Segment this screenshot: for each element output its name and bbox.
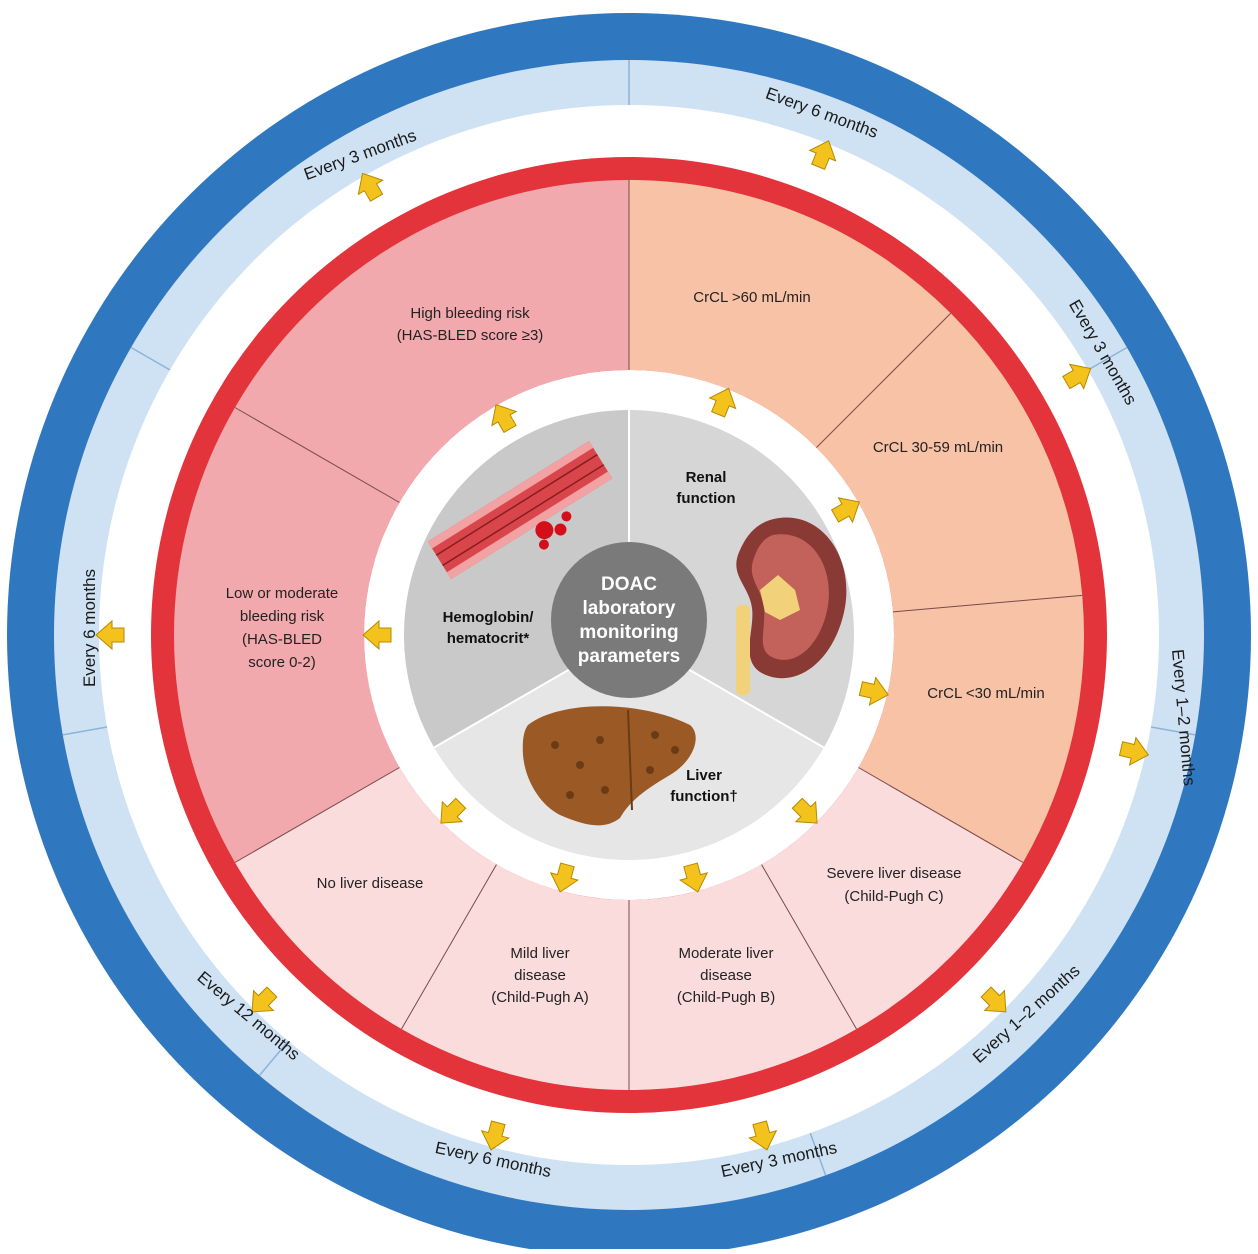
param-liver-l1: Liver	[686, 767, 722, 784]
sector-mild-liver	[401, 864, 629, 1090]
segment-high-bleeding-l1: High bleeding risk	[410, 305, 530, 322]
arrow-inner-4	[791, 797, 818, 824]
segment-moderate-liver-l1: Moderate liver	[678, 945, 773, 962]
arrow-inner-8	[362, 619, 392, 651]
sector-divider-4	[761, 864, 857, 1030]
sector-low-bleeding-a	[174, 407, 400, 635]
interval-divider-5	[62, 726, 108, 736]
arrow-inner-1	[708, 387, 737, 418]
arrow-inner-7	[440, 797, 467, 824]
center-line3: monitoring	[579, 622, 678, 643]
segment-severe-liver-l1: Severe liver disease	[826, 865, 961, 882]
sector-divider-2	[892, 594, 1083, 613]
arrow-outer-8	[95, 619, 125, 651]
segment-sectors	[174, 180, 1084, 1090]
center-line2: laboratory	[583, 598, 676, 619]
segment-severe-liver-l2: (Child-Pugh C)	[844, 888, 943, 905]
sector-low-bleeding-b	[174, 635, 400, 863]
segment-moderate-liver-l2: disease	[700, 967, 752, 984]
segment-low-bleeding-l3: (HAS-BLED	[242, 631, 322, 648]
arrows	[95, 140, 1150, 1151]
center-line1: DOAC	[601, 574, 657, 595]
sector-divider-8	[234, 407, 400, 503]
sector-high-bleeding	[234, 180, 629, 503]
segment-mild-liver-l1: Mild liver	[510, 945, 569, 962]
arrow-outer-7	[251, 986, 278, 1013]
sector-no-liver	[234, 767, 497, 1030]
segment-moderate-liver-l3: (Child-Pugh B)	[677, 989, 775, 1006]
interval-divider-4	[258, 1040, 289, 1076]
sector-moderate-liver	[629, 864, 857, 1090]
segment-mild-liver-l2: disease	[514, 967, 566, 984]
arrow-inner-6	[549, 862, 580, 893]
interval-left: Every 6 months	[80, 569, 99, 687]
center-circle	[551, 542, 707, 698]
liver-icon	[522, 706, 696, 826]
segment-high-bleeding-l2: (HAS-BLED score ≥3)	[397, 327, 544, 344]
param-renal-l1: Renal	[686, 469, 727, 486]
arrow-inner-3	[858, 676, 889, 706]
blood-vessel-icon	[427, 441, 613, 579]
arrow-outer-1	[808, 140, 837, 171]
sector-crcl-30-59	[816, 313, 1083, 612]
sector-divider-1	[816, 312, 952, 448]
arrow-outer-6	[480, 1120, 510, 1151]
param-renal-l2: function	[676, 490, 735, 507]
arrow-outer-0	[357, 172, 384, 202]
sector-divider-3	[858, 767, 1024, 863]
interval-divider-3	[809, 1132, 827, 1176]
arrow-outer-5	[748, 1120, 778, 1151]
segment-crcl-lt30: CrCL <30 mL/min	[927, 685, 1044, 702]
arrow-outer-2	[1062, 363, 1092, 390]
kidney-icon	[736, 517, 847, 695]
arrow-outer-3	[1118, 736, 1150, 766]
segment-low-bleeding-l1: Low or moderate	[226, 585, 339, 602]
sector-divider-6	[401, 864, 497, 1030]
sector-crcl-lt30	[858, 595, 1084, 863]
arrow-inner-5	[678, 862, 709, 893]
segment-crcl-30-59: CrCL 30-59 mL/min	[873, 439, 1003, 456]
segment-low-bleeding-l2: bleeding risk	[240, 608, 325, 625]
sector-crcl-gt60	[629, 180, 951, 448]
param-hemoglobin-l2: hematocrit*	[447, 630, 530, 647]
segment-mild-liver-l3: (Child-Pugh A)	[491, 989, 589, 1006]
center-line4: parameters	[578, 646, 680, 667]
segment-low-bleeding-l4: score 0-2)	[248, 654, 316, 671]
arrow-inner-2	[830, 497, 861, 524]
sector-divider-7	[234, 767, 400, 863]
interval-divider-6	[130, 346, 171, 371]
param-liver-l2: function†	[670, 788, 738, 805]
interval-divider-1	[1087, 346, 1128, 371]
arrow-outer-4	[980, 986, 1007, 1013]
segment-crcl-gt60: CrCL >60 mL/min	[693, 289, 810, 306]
sector-severe-liver	[761, 767, 1024, 1030]
segment-no-liver: No liver disease	[317, 875, 424, 892]
arrow-inner-0	[491, 403, 518, 434]
interval-divider-2	[1150, 726, 1196, 736]
interval-dividers	[62, 60, 1196, 1176]
param-hemoglobin-l1: Hemoglobin/	[443, 609, 535, 626]
